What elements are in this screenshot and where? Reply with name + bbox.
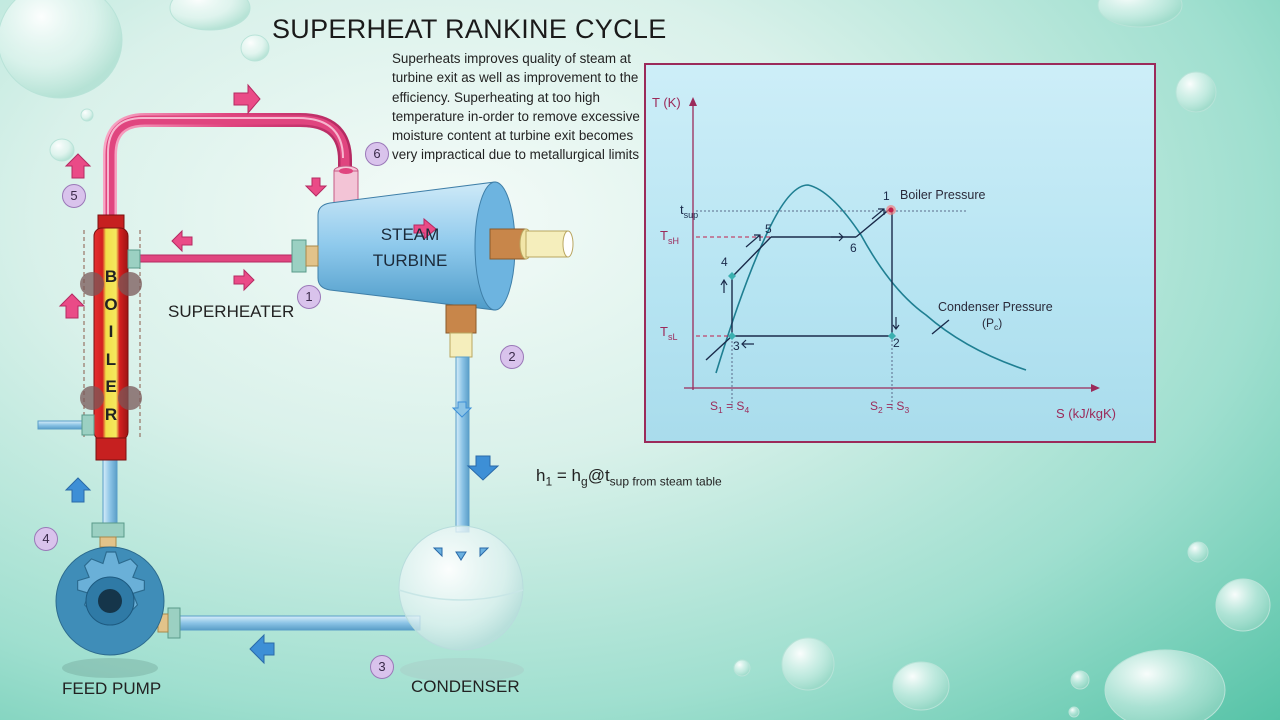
state-badge-3: 3 (370, 655, 394, 679)
boiler-letter: L (105, 349, 117, 369)
boiler (80, 214, 142, 461)
state-badge-4: 4 (34, 527, 58, 551)
description-text: Superheats improves quality of steam at … (392, 51, 640, 163)
point-label-4: 4 (721, 255, 728, 269)
condenser-pressure-label: Condenser Pressure (938, 300, 1053, 314)
state-badge-2: 2 (500, 345, 524, 369)
condensing-arrows (432, 547, 490, 561)
boiler-pressure-label: Boiler Pressure (900, 188, 985, 202)
feed-pump-label: FEED PUMP (62, 679, 162, 698)
steam-turbine-label: STEAM TURBINE (370, 222, 450, 274)
guide-lines (696, 210, 966, 410)
point-label-6: 6 (850, 241, 857, 255)
point-label-5: 5 (765, 222, 772, 236)
turbine-label-line1: STEAM (380, 225, 440, 244)
turbine-label-line2: TURBINE (372, 251, 448, 270)
water-pipes (37, 356, 470, 639)
superheater-label: SUPERHEATER (168, 302, 295, 321)
condenser (398, 525, 524, 682)
tsl-label: TsL (660, 324, 677, 342)
arrow-up-pink (64, 153, 92, 179)
point-label-1: 1 (883, 189, 890, 203)
tsh-label: TsH (660, 228, 679, 246)
condenser-pressure-symbol: (Pc) (982, 316, 1002, 332)
arrow-right-pink (233, 83, 261, 115)
feed-pump (55, 546, 165, 678)
arrow-down-blue (466, 455, 500, 481)
boiler-letter: B (104, 267, 118, 286)
arrow-left-pink (171, 229, 193, 253)
state-badge-1: 1 (297, 285, 321, 309)
point-label-2: 2 (893, 336, 900, 350)
boiler-letter: R (104, 404, 118, 424)
arrow-down-pink (304, 177, 328, 197)
tsup-label: tsup (680, 202, 698, 220)
y-axis-arrow-icon (689, 97, 697, 106)
arrow-up-blue (64, 477, 92, 503)
axes (684, 97, 1100, 392)
steam-turbine (291, 181, 574, 358)
formula-sub-sup: sup from steam table (609, 474, 722, 489)
state-points (728, 205, 896, 340)
state-badge-6: 6 (365, 142, 389, 166)
point-label-3: 3 (733, 339, 740, 353)
saturation-dome (715, 184, 1027, 374)
formula-eq: = h (552, 466, 581, 485)
condenser-label: CONDENSER (411, 677, 520, 696)
state-badge-5: 5 (62, 184, 86, 208)
path-arrows (720, 208, 900, 349)
formula-sub-1: 1 (545, 474, 553, 489)
ts-diagram-panel: 1 2 3 4 5 6 T (K) S (kJ/kgK) tsup TsH Ts… (644, 63, 1156, 443)
boiler-label: B O I L E R (101, 263, 121, 428)
boiler-letter: E (105, 377, 117, 396)
arrow-right-pink (233, 268, 255, 292)
formula-h: h (536, 466, 546, 485)
formula-at: @t (587, 466, 610, 485)
s1-s4-label: S1 = S4 (710, 399, 749, 415)
flow-arrows (58, 83, 500, 665)
arrow-down-blue (451, 401, 473, 418)
arrow-right-pink (413, 217, 437, 241)
enthalpy-formula: h1 = hg@tsup from steam table (536, 466, 722, 488)
cycle-path (705, 207, 950, 361)
boiler-letter: I (108, 322, 114, 341)
x-axis-arrow-icon (1091, 384, 1100, 392)
ts-diagram: 1 2 3 4 5 6 T (K) S (kJ/kgK) tsup TsH Ts… (652, 95, 1116, 421)
formula-sub-g: g (581, 474, 588, 489)
arrow-up-pink (58, 293, 86, 319)
cycle-schematic (37, 83, 574, 682)
x-axis-label: S (kJ/kgK) (1056, 406, 1116, 421)
arrow-left-blue (249, 633, 275, 665)
y-axis-label: T (K) (652, 95, 681, 110)
s2-s3-label: S2 = S3 (870, 399, 909, 415)
page-title: SUPERHEAT RANKINE CYCLE (272, 14, 667, 44)
boiler-letter: O (104, 294, 118, 314)
